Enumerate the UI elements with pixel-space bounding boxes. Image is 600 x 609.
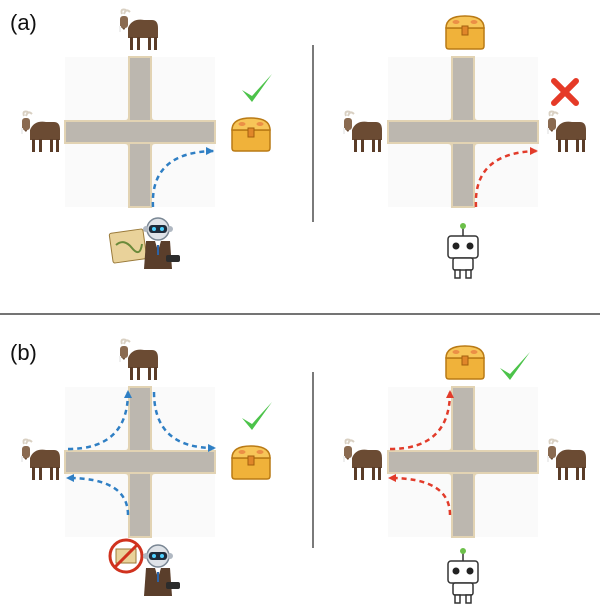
treasure-chest-icon [231, 117, 271, 152]
arrowhead [206, 147, 214, 155]
goat-icon [119, 338, 159, 381]
arrowhead [66, 474, 74, 482]
goat-icon [343, 438, 383, 481]
crossroad [64, 56, 216, 208]
check-mark-icon [242, 402, 272, 430]
check-mark-icon [500, 352, 530, 380]
treasure-chest-icon [445, 15, 485, 50]
goat-icon [547, 438, 587, 481]
panel-a-left [21, 8, 272, 270]
arrowhead [446, 390, 454, 398]
panel-b-left [21, 338, 272, 597]
crossroad [387, 56, 539, 208]
panel-b-right [343, 345, 587, 604]
crossroad [64, 386, 216, 538]
treasure-chest-icon [231, 445, 271, 480]
red-path-left-up [389, 391, 452, 451]
panel-a-right [343, 15, 587, 279]
goat-icon [547, 110, 587, 153]
arrowhead [388, 474, 396, 482]
goat-icon [119, 8, 159, 51]
blue-path-right [151, 149, 215, 208]
panel-label-b: (b) [10, 340, 37, 365]
red-path-right [474, 149, 539, 208]
goat-icon [21, 438, 61, 481]
goat-icon [343, 110, 383, 153]
simple-robot-icon [447, 222, 479, 279]
arrowhead [124, 390, 132, 398]
simple-robot-icon [447, 547, 479, 604]
robot-no-map-icon [108, 538, 181, 597]
arrowhead [208, 444, 216, 452]
treasure-chest-icon [445, 345, 485, 380]
blue-path-left-up [67, 391, 130, 451]
check-mark-icon [242, 74, 272, 102]
arrowhead [530, 147, 538, 155]
blue-path-up-right [152, 391, 215, 450]
goat-icon [21, 110, 61, 153]
panel-label-a: (a) [10, 10, 37, 35]
crossroad [387, 386, 539, 538]
robot-with-map-icon [108, 217, 181, 270]
cross-mark-icon [554, 81, 576, 103]
